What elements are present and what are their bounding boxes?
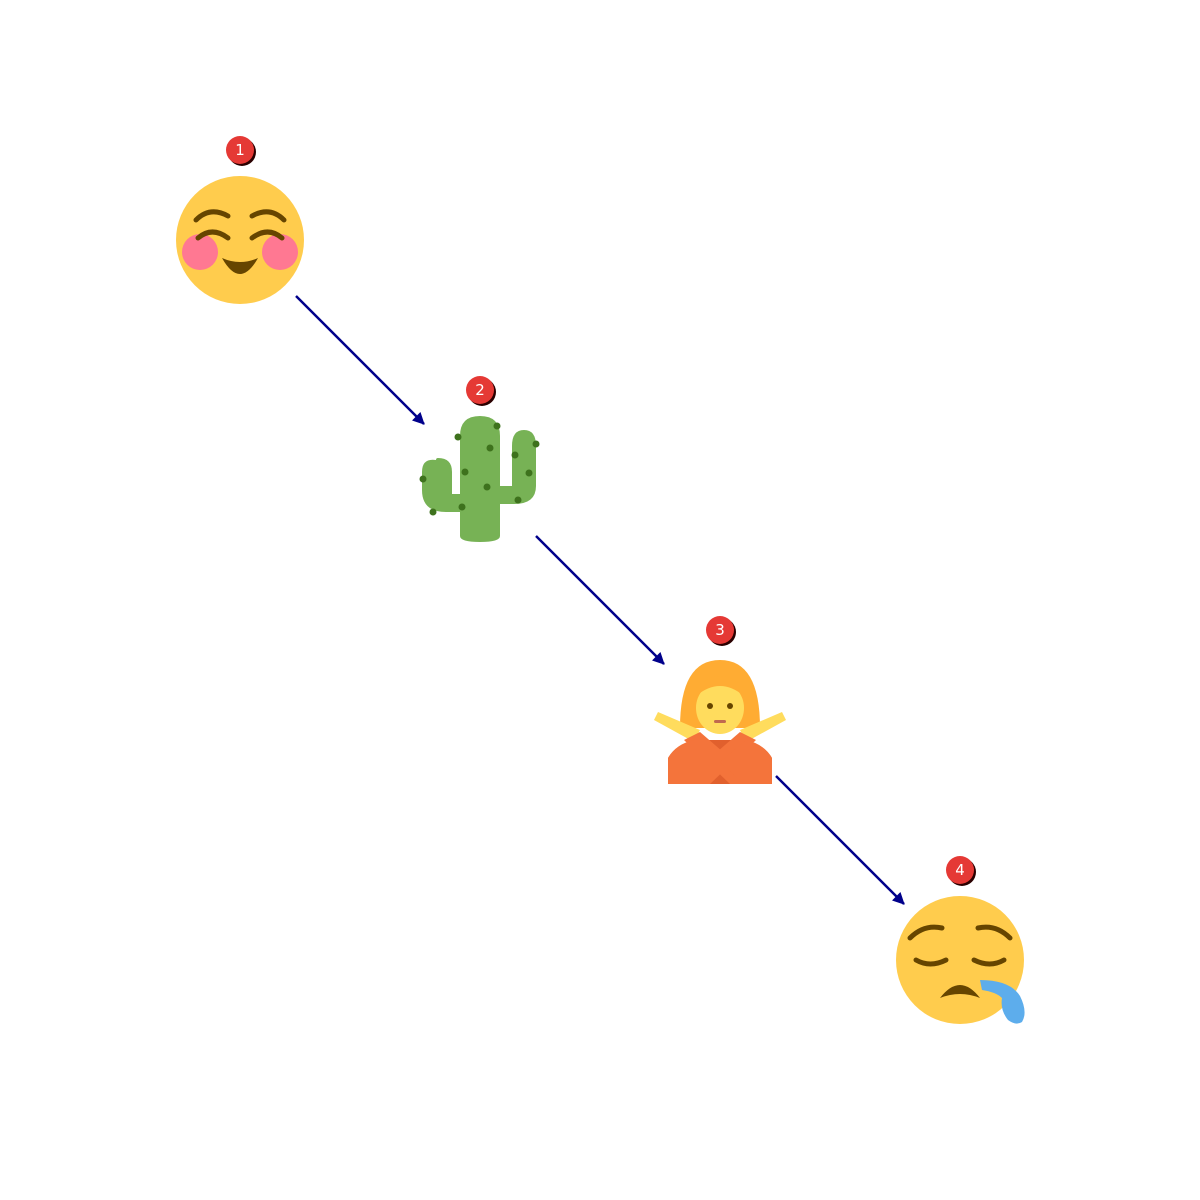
smiling-face-with-smiling-eyes-icon: [176, 176, 304, 304]
step-4: 4: [896, 856, 1025, 1024]
sleepy-face-icon: [896, 896, 1025, 1024]
step-1: 1: [176, 136, 304, 304]
step-number-4: 4: [955, 861, 965, 879]
arrow-1-to-2: [295, 295, 425, 425]
arrow-3-to-4: [775, 775, 905, 905]
step-3: 3: [654, 616, 786, 784]
step-number-1: 1: [235, 141, 245, 159]
step-2: 2: [419, 376, 540, 542]
step-badge-2: 2: [466, 376, 496, 406]
step-badge-1: 1: [226, 136, 256, 166]
step-number-3: 3: [715, 621, 725, 639]
step-badge-3: 3: [706, 616, 736, 646]
cactus-icon: [419, 416, 540, 542]
connectors: [295, 295, 905, 905]
person-gesturing-no-icon: [654, 660, 786, 784]
arrow-2-to-3: [535, 535, 665, 665]
step-number-2: 2: [475, 381, 485, 399]
step-badge-4: 4: [946, 856, 976, 886]
